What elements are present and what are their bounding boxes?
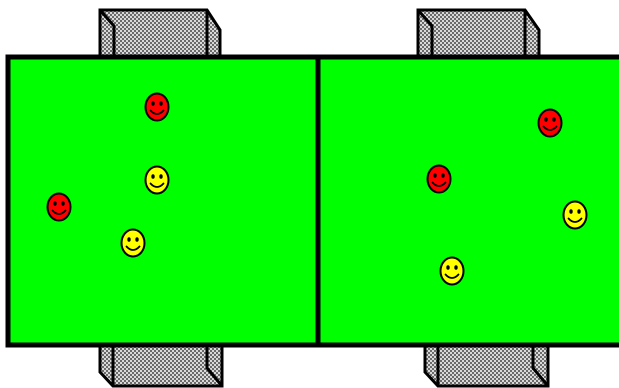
yellow-player-smiley-face-icon	[441, 258, 464, 285]
right-eye	[159, 174, 162, 179]
right-eye	[441, 173, 444, 178]
left-eye	[151, 174, 154, 179]
left-eye	[446, 265, 449, 270]
left-eye	[433, 173, 436, 178]
red-player-smiley-face-icon	[146, 94, 169, 121]
red-player-smiley-face-icon	[48, 194, 71, 221]
left-eye	[544, 117, 547, 122]
right-eye	[61, 201, 64, 206]
right-eye	[159, 101, 162, 106]
left-eye	[127, 237, 130, 242]
goal-net-icon	[100, 345, 222, 386]
left-eye	[53, 201, 56, 206]
goal-net-icon	[100, 10, 220, 57]
yellow-player-smiley-face-icon	[146, 167, 169, 194]
face	[428, 166, 451, 193]
goal-net-icon	[418, 10, 539, 57]
goal-left-pitch-bottom	[100, 345, 222, 386]
right-eye	[577, 209, 580, 214]
yellow-player-smiley-face-icon	[122, 230, 145, 257]
right-eye	[135, 237, 138, 242]
face	[146, 94, 169, 121]
red-player-smiley-face-icon	[539, 110, 562, 137]
face	[122, 230, 145, 257]
face	[441, 258, 464, 285]
right-eye	[454, 265, 457, 270]
right-eye	[552, 117, 555, 122]
face	[539, 110, 562, 137]
red-player-smiley-face-icon	[428, 166, 451, 193]
face	[564, 202, 587, 229]
left-eye	[151, 101, 154, 106]
face	[48, 194, 71, 221]
goal-left-pitch-top	[100, 10, 220, 57]
goal-right-pitch-top	[418, 10, 539, 57]
goal-net-icon	[425, 345, 548, 386]
left-eye	[569, 209, 572, 214]
face	[146, 167, 169, 194]
yellow-player-smiley-face-icon	[564, 202, 587, 229]
goal-right-pitch-bottom	[425, 345, 548, 386]
